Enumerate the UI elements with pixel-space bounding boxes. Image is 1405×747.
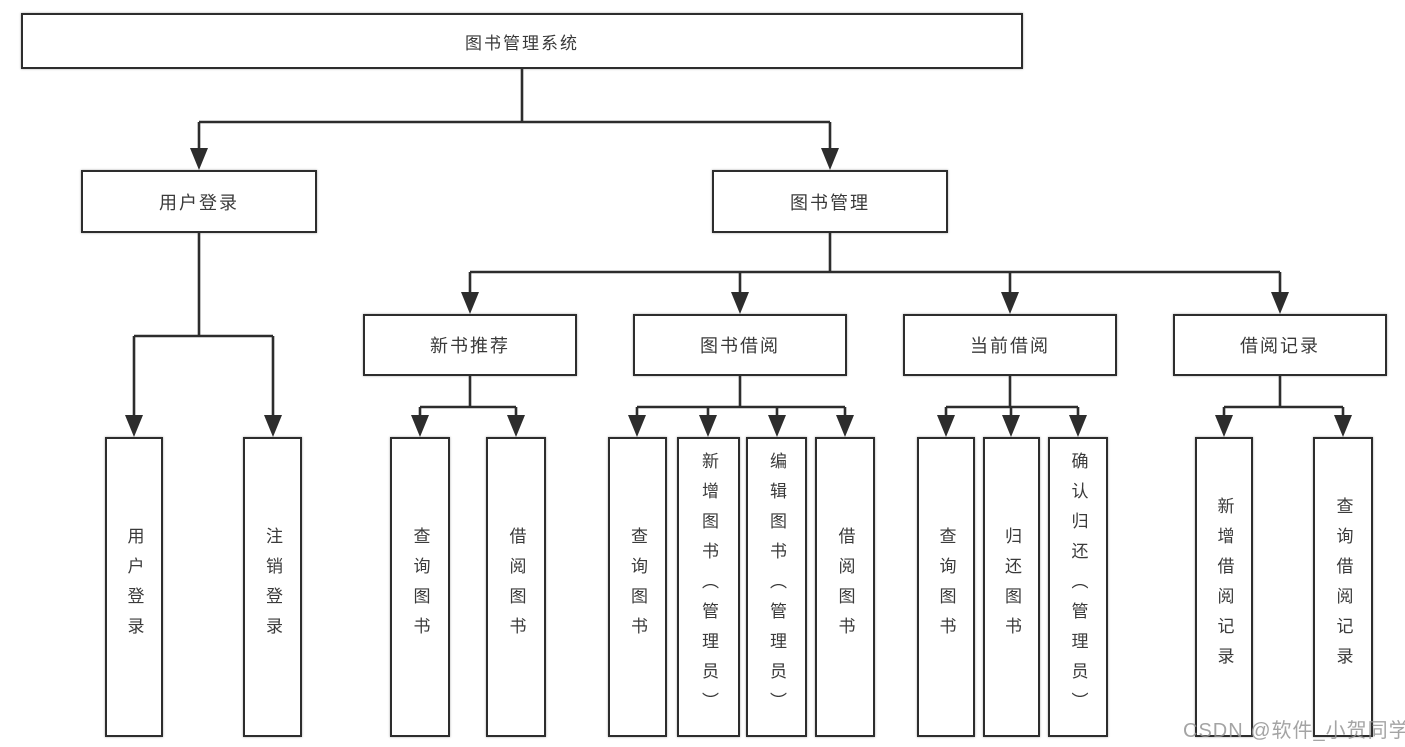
leaf-add-borrow-record: 新增借阅记录 [1195,437,1253,737]
node-root: 图书管理系统 [21,13,1023,69]
node-current-borrow: 当前借阅 [903,314,1117,376]
leaf-query-books-borrow: 查询图书 [608,437,667,737]
leaf-add-book-admin: 新增图书（管理员） [677,437,740,737]
node-book-borrow: 图书借阅 [633,314,847,376]
leaf-query-books-current: 查询图书 [917,437,975,737]
node-new-book-recommend: 新书推荐 [363,314,577,376]
leaf-borrow-books-recommend: 借阅图书 [486,437,546,737]
leaf-query-borrow-record: 查询借阅记录 [1313,437,1373,737]
leaf-return-book: 归还图书 [983,437,1040,737]
node-book-management: 图书管理 [712,170,948,233]
node-user-login: 用户登录 [81,170,317,233]
leaf-user-login: 用户登录 [105,437,163,737]
leaf-query-books-recommend: 查询图书 [390,437,450,737]
node-borrow-records: 借阅记录 [1173,314,1387,376]
leaf-borrow-books: 借阅图书 [815,437,875,737]
leaf-edit-book-admin: 编辑图书（管理员） [746,437,807,737]
leaf-confirm-return-admin: 确认归还（管理员） [1048,437,1108,737]
leaf-logout: 注销登录 [243,437,302,737]
